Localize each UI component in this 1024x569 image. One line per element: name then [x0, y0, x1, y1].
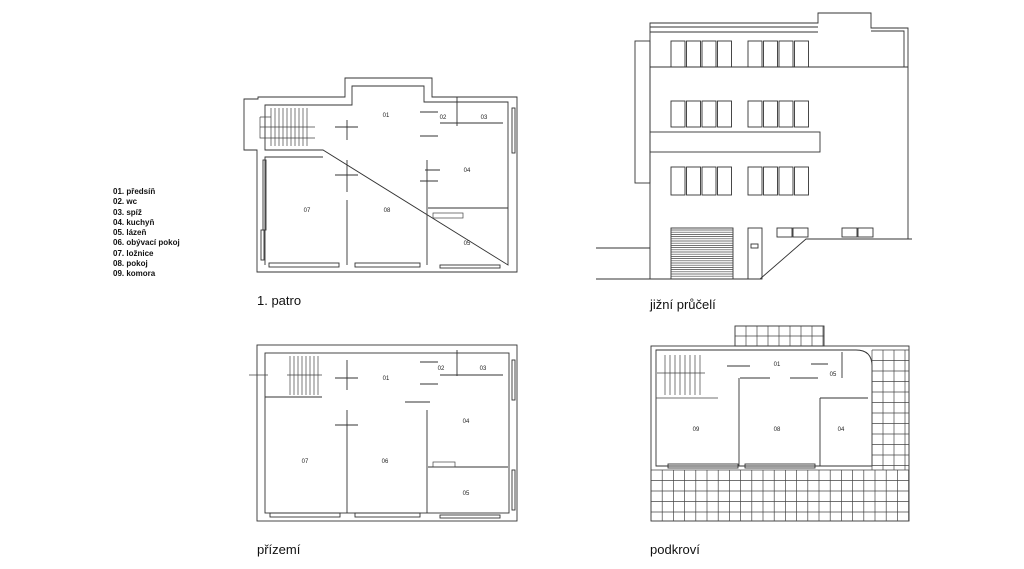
- room-label: 01: [383, 113, 390, 119]
- south-elevation: [596, 12, 912, 280]
- terrace-tiles: [650, 326, 909, 521]
- elevation-title: jižní průčelí: [650, 297, 716, 312]
- ground-title: přízemí: [257, 542, 301, 557]
- room-label: 05: [463, 491, 470, 497]
- window: [701, 166, 717, 196]
- room-label: 08: [384, 208, 391, 214]
- window: [670, 166, 686, 196]
- room-label: 03: [480, 366, 487, 372]
- window: [670, 100, 686, 128]
- floor1-title: 1. patro: [257, 293, 302, 308]
- window: [763, 40, 778, 68]
- window: [776, 227, 793, 238]
- room-label: 05: [830, 372, 837, 378]
- window: [686, 166, 701, 196]
- floor1-plan: 01 02 03 04 05 07 08: [243, 77, 518, 273]
- window: [794, 166, 809, 196]
- staircase: [259, 108, 315, 146]
- legend-item: 06. obývací pokoj: [113, 238, 180, 248]
- window: [747, 40, 763, 68]
- legend-item: 04. kuchyň: [113, 217, 155, 227]
- window: [686, 40, 701, 68]
- window: [717, 166, 732, 196]
- room-label: 02: [438, 366, 445, 372]
- staircase: [656, 355, 718, 399]
- legend-item: 03. spíž: [113, 207, 142, 217]
- window: [794, 40, 809, 68]
- attic-title: podkroví: [650, 542, 700, 557]
- room-label: 03: [481, 115, 488, 121]
- window: [841, 227, 858, 238]
- legend-item: 05. lázeň: [113, 228, 147, 238]
- window: [778, 100, 794, 128]
- room-label: 05: [464, 241, 471, 247]
- window: [701, 40, 717, 68]
- window: [717, 100, 732, 128]
- room-label: 08: [774, 427, 781, 433]
- legend-item: 09. komora: [113, 269, 156, 279]
- room-label: 04: [464, 168, 471, 174]
- window: [686, 100, 701, 128]
- window: [717, 40, 732, 68]
- attic-plan: [650, 325, 910, 522]
- legend-item: 08. pokoj: [113, 259, 148, 269]
- window: [778, 166, 794, 196]
- room-label: 06: [382, 459, 389, 465]
- room-label: 02: [440, 115, 447, 121]
- window: [763, 166, 778, 196]
- window: [792, 227, 809, 238]
- room-label: 09: [693, 427, 700, 433]
- room-label: 01: [383, 376, 390, 382]
- room-label: 04: [838, 427, 845, 433]
- window: [778, 40, 794, 68]
- room-label: 01: [774, 362, 781, 368]
- window: [747, 100, 763, 128]
- window: [670, 40, 686, 68]
- window: [701, 100, 717, 128]
- legend-item: 02. wc: [113, 197, 138, 207]
- room-legend: 01. předsíň 02. wc 03. spíž 04. kuchyň 0…: [113, 187, 180, 280]
- room-label: 07: [304, 208, 311, 214]
- staircase: [249, 356, 322, 395]
- room-label: 04: [463, 419, 470, 425]
- window: [857, 227, 874, 238]
- ground-plan: 01 02 03 04 05 07 06: [249, 344, 518, 522]
- legend-item: 07. ložnice: [113, 248, 154, 258]
- window: [763, 100, 778, 128]
- legend-item: 01. předsíň: [113, 187, 156, 196]
- window: [747, 166, 763, 196]
- window: [794, 100, 809, 128]
- room-label: 07: [302, 459, 309, 465]
